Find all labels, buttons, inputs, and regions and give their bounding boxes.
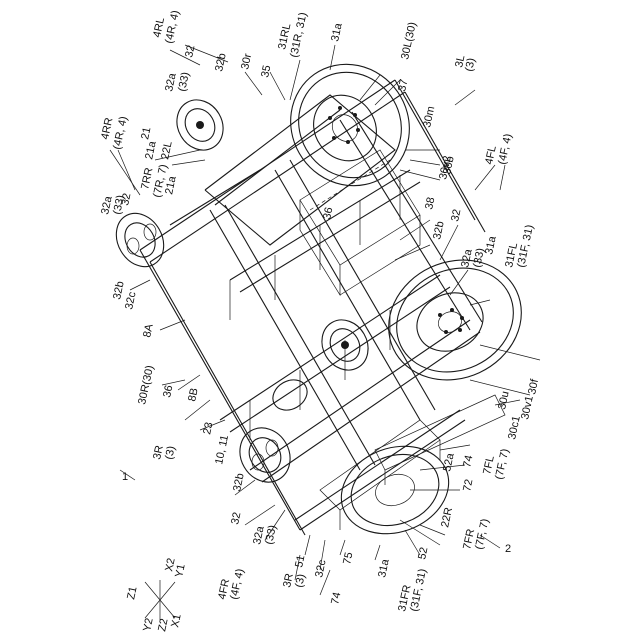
- reference-label-51: 51: [293, 554, 307, 568]
- reference-label-37: 37: [396, 78, 410, 92]
- reference-label-38: 38: [423, 196, 437, 210]
- reference-label-31a-bottom: 31a: [376, 557, 392, 578]
- reference-label-8b: 8B: [186, 387, 201, 403]
- reference-label-1: 1: [122, 471, 128, 483]
- reference-label-21a-1: 21a: [143, 139, 159, 160]
- reference-label-30b: 30b: [441, 155, 457, 175]
- reference-label-30l: 30L(30): [399, 21, 419, 61]
- reference-label-33-bottom: (33): [263, 524, 279, 546]
- reference-label-21a-2: 21a: [163, 174, 179, 195]
- reference-label-3-bottom: (3): [293, 573, 308, 589]
- reference-label-30f: 30f: [526, 377, 541, 395]
- reference-label-y2: Y2: [141, 617, 156, 633]
- reference-label-y1: Y1: [173, 563, 188, 579]
- reference-label-32b-top: 32b: [213, 52, 229, 72]
- reference-label-32-top: 32: [183, 44, 197, 58]
- reference-label-32-bottom: 32: [229, 511, 243, 525]
- reference-label-z2: Z2: [156, 618, 170, 633]
- reference-label-36-left: 36: [161, 384, 175, 398]
- reference-label-32b-left: 32b: [111, 280, 127, 300]
- reference-label-22r: 22R: [439, 506, 455, 528]
- reference-label-x1: X1: [169, 613, 184, 629]
- reference-label-4r4-top: (4R, 4): [163, 9, 182, 44]
- reference-label-72: 72: [461, 478, 475, 492]
- leader-lines: [110, 45, 540, 595]
- reference-label-75: 75: [341, 551, 355, 565]
- reference-label-z1: Z1: [125, 586, 139, 601]
- reference-label-30v1: 30v1: [519, 395, 536, 421]
- reference-label-30r30: 30R(30): [136, 364, 156, 405]
- reference-label-31a-top: 31a: [329, 21, 345, 42]
- reference-label-30r: 30r: [239, 52, 254, 70]
- reference-label-4f4-bottom: (4F, 4): [228, 568, 246, 601]
- front-beams: [320, 395, 505, 530]
- reference-label-32c-bottom: 32c: [313, 558, 329, 578]
- reference-label-3-right: (3): [463, 57, 478, 73]
- reference-label-30m: 30m: [421, 105, 437, 128]
- reference-label-52a: 52a: [441, 451, 457, 472]
- reference-label-2: 2: [505, 543, 511, 555]
- reference-label-4f4-right: (4F, 4): [496, 133, 514, 166]
- reference-label-21: 21: [139, 126, 153, 140]
- reference-label-74-right: 74: [461, 454, 475, 468]
- reference-label-31r31-top: (31R, 31): [288, 11, 309, 58]
- reference-label-3-left: (3): [163, 445, 178, 461]
- reference-label-36-center: 36: [321, 206, 335, 220]
- reference-label-22l: 22L: [159, 140, 175, 160]
- reference-label-31a-right: 31a: [483, 234, 499, 255]
- reference-label-7f7-bottom: (7F, 7): [473, 518, 491, 551]
- reference-label-8a: 8A: [141, 322, 156, 338]
- reference-label-32b-mid: 32b: [431, 220, 447, 240]
- reference-label-7f7-right: (7F, 7): [493, 448, 511, 481]
- reference-label-52: 52: [416, 546, 430, 560]
- reference-label-74-bottom: 74: [329, 591, 343, 605]
- reference-label-32-right: 32: [449, 208, 463, 222]
- reference-label-32b-bottom: 32b: [231, 472, 247, 492]
- reference-label-1011: 10, 11: [213, 434, 231, 466]
- reference-label-30u: 30u: [496, 390, 512, 410]
- reference-label-35: 35: [259, 64, 273, 78]
- reference-label-33-left: (33): [111, 194, 127, 216]
- reference-label-32c-left: 32c: [123, 290, 139, 310]
- coordinate-axes: [145, 580, 175, 620]
- reference-label-33-top: (33): [176, 71, 192, 93]
- reference-label-30c1: 30c1: [506, 415, 523, 441]
- reference-label-23: 23: [201, 421, 215, 435]
